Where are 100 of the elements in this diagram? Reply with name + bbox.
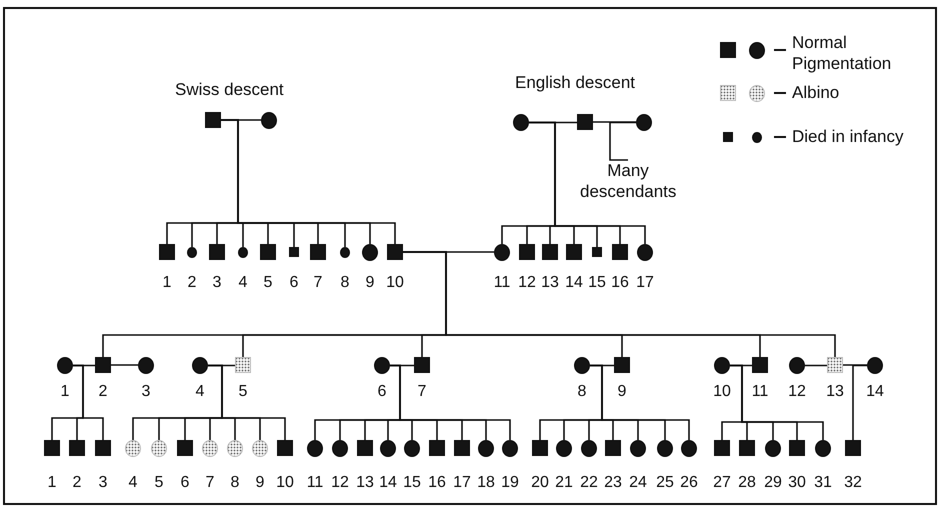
individual-number: 4	[238, 274, 248, 292]
family-heading: English descent	[515, 73, 636, 93]
female-symbol	[138, 357, 154, 374]
legend-text: Normal Pigmentation	[792, 32, 892, 74]
female-symbol	[636, 114, 652, 131]
individual-number: 5	[154, 474, 164, 492]
male-symbol	[209, 244, 225, 260]
male-symbol	[429, 440, 445, 456]
individual-number: 1	[60, 383, 70, 401]
individual-number: 16	[610, 274, 630, 292]
female-symbol	[581, 440, 597, 457]
female-symbol	[238, 247, 248, 258]
female-symbol	[332, 440, 348, 457]
family-heading: Swiss descent	[175, 80, 284, 100]
male-symbol	[827, 357, 843, 373]
pedigree-line	[843, 364, 867, 366]
individual-number: 31	[813, 474, 833, 492]
individual-number: 7	[204, 474, 216, 492]
individual-number: 13	[540, 274, 560, 292]
male-symbol	[310, 244, 326, 260]
individual-number: 4	[128, 474, 138, 492]
individual-number: 29	[763, 474, 783, 492]
female-symbol	[125, 440, 141, 457]
female-symbol	[574, 357, 590, 374]
pedigree-line	[390, 364, 511, 440]
individual-number: 10	[385, 274, 405, 292]
male-symbol	[44, 440, 60, 456]
individual-number: 17	[635, 274, 655, 292]
male-symbol	[845, 440, 861, 456]
male-symbol	[454, 440, 470, 456]
individual-number: 15	[587, 274, 607, 292]
female-symbol	[502, 440, 518, 457]
male-symbol	[612, 244, 628, 260]
male-symbol	[566, 244, 582, 260]
individual-number: 20	[530, 474, 550, 492]
female-symbol	[765, 440, 781, 457]
female-symbol	[657, 440, 673, 457]
male-symbol	[159, 244, 175, 260]
individual-number: 23	[603, 474, 623, 492]
pedigree-line	[590, 364, 690, 440]
individual-number: 7	[312, 274, 324, 292]
individual-number: 21	[554, 474, 574, 492]
individual-number: 27	[712, 474, 732, 492]
female-symbol	[556, 440, 572, 457]
legend-text: Died in infancy	[792, 126, 905, 147]
individual-number: 6	[180, 474, 190, 492]
pedigree-line	[111, 364, 138, 366]
female-symbol	[362, 244, 378, 261]
female-symbol	[681, 440, 697, 457]
male-symbol	[69, 440, 85, 456]
male-symbol	[177, 440, 193, 456]
individual-number: 19	[500, 474, 520, 492]
individual-number: 8	[576, 383, 588, 401]
individual-number: 24	[628, 474, 648, 492]
individual-number: 10	[712, 383, 732, 401]
individual-number: 30	[787, 474, 807, 492]
female-symbol	[261, 112, 277, 129]
female-symbol	[630, 440, 646, 457]
individual-number: 9	[254, 474, 266, 492]
pedigree-line	[852, 364, 867, 441]
male-symbol	[357, 440, 373, 456]
male-symbol	[714, 440, 730, 456]
individual-number: 2	[72, 474, 82, 492]
pedigree-line	[730, 364, 824, 440]
male-symbol	[95, 440, 111, 456]
pedigree-line	[73, 364, 104, 440]
individual-number: 28	[737, 474, 757, 492]
male-symbol	[605, 440, 621, 456]
pedigree-line	[529, 122, 646, 244]
female-symbol	[380, 440, 396, 457]
male-symbol	[277, 440, 293, 456]
male-symbol	[95, 357, 111, 373]
individual-number: 25	[655, 474, 675, 492]
individual-number: 12	[517, 274, 537, 292]
individual-number: 32	[843, 474, 863, 492]
individual-number: 11	[492, 274, 512, 292]
female-symbol	[867, 357, 883, 374]
individual-number: 12	[330, 474, 350, 492]
female-symbol	[252, 440, 268, 457]
female-symbol	[714, 357, 730, 374]
male-symbol	[592, 247, 602, 257]
female-symbol	[202, 440, 218, 457]
male-symbol	[739, 440, 755, 456]
individual-number: 8	[230, 474, 240, 492]
male-symbol	[260, 244, 276, 260]
female-symbol	[478, 440, 494, 457]
male-symbol	[387, 244, 403, 260]
pedigree-line	[805, 364, 827, 366]
female-symbol	[151, 440, 167, 457]
male-symbol	[542, 244, 558, 260]
pedigree-line	[593, 121, 636, 123]
individual-number: 15	[402, 474, 422, 492]
female-symbol	[307, 440, 323, 457]
female-symbol	[404, 440, 420, 457]
female-symbol	[815, 440, 831, 457]
individual-number: 10	[275, 474, 295, 492]
male-symbol	[752, 357, 768, 373]
female-symbol	[187, 247, 197, 258]
individual-number: 11	[306, 474, 324, 492]
female-symbol	[192, 357, 208, 374]
